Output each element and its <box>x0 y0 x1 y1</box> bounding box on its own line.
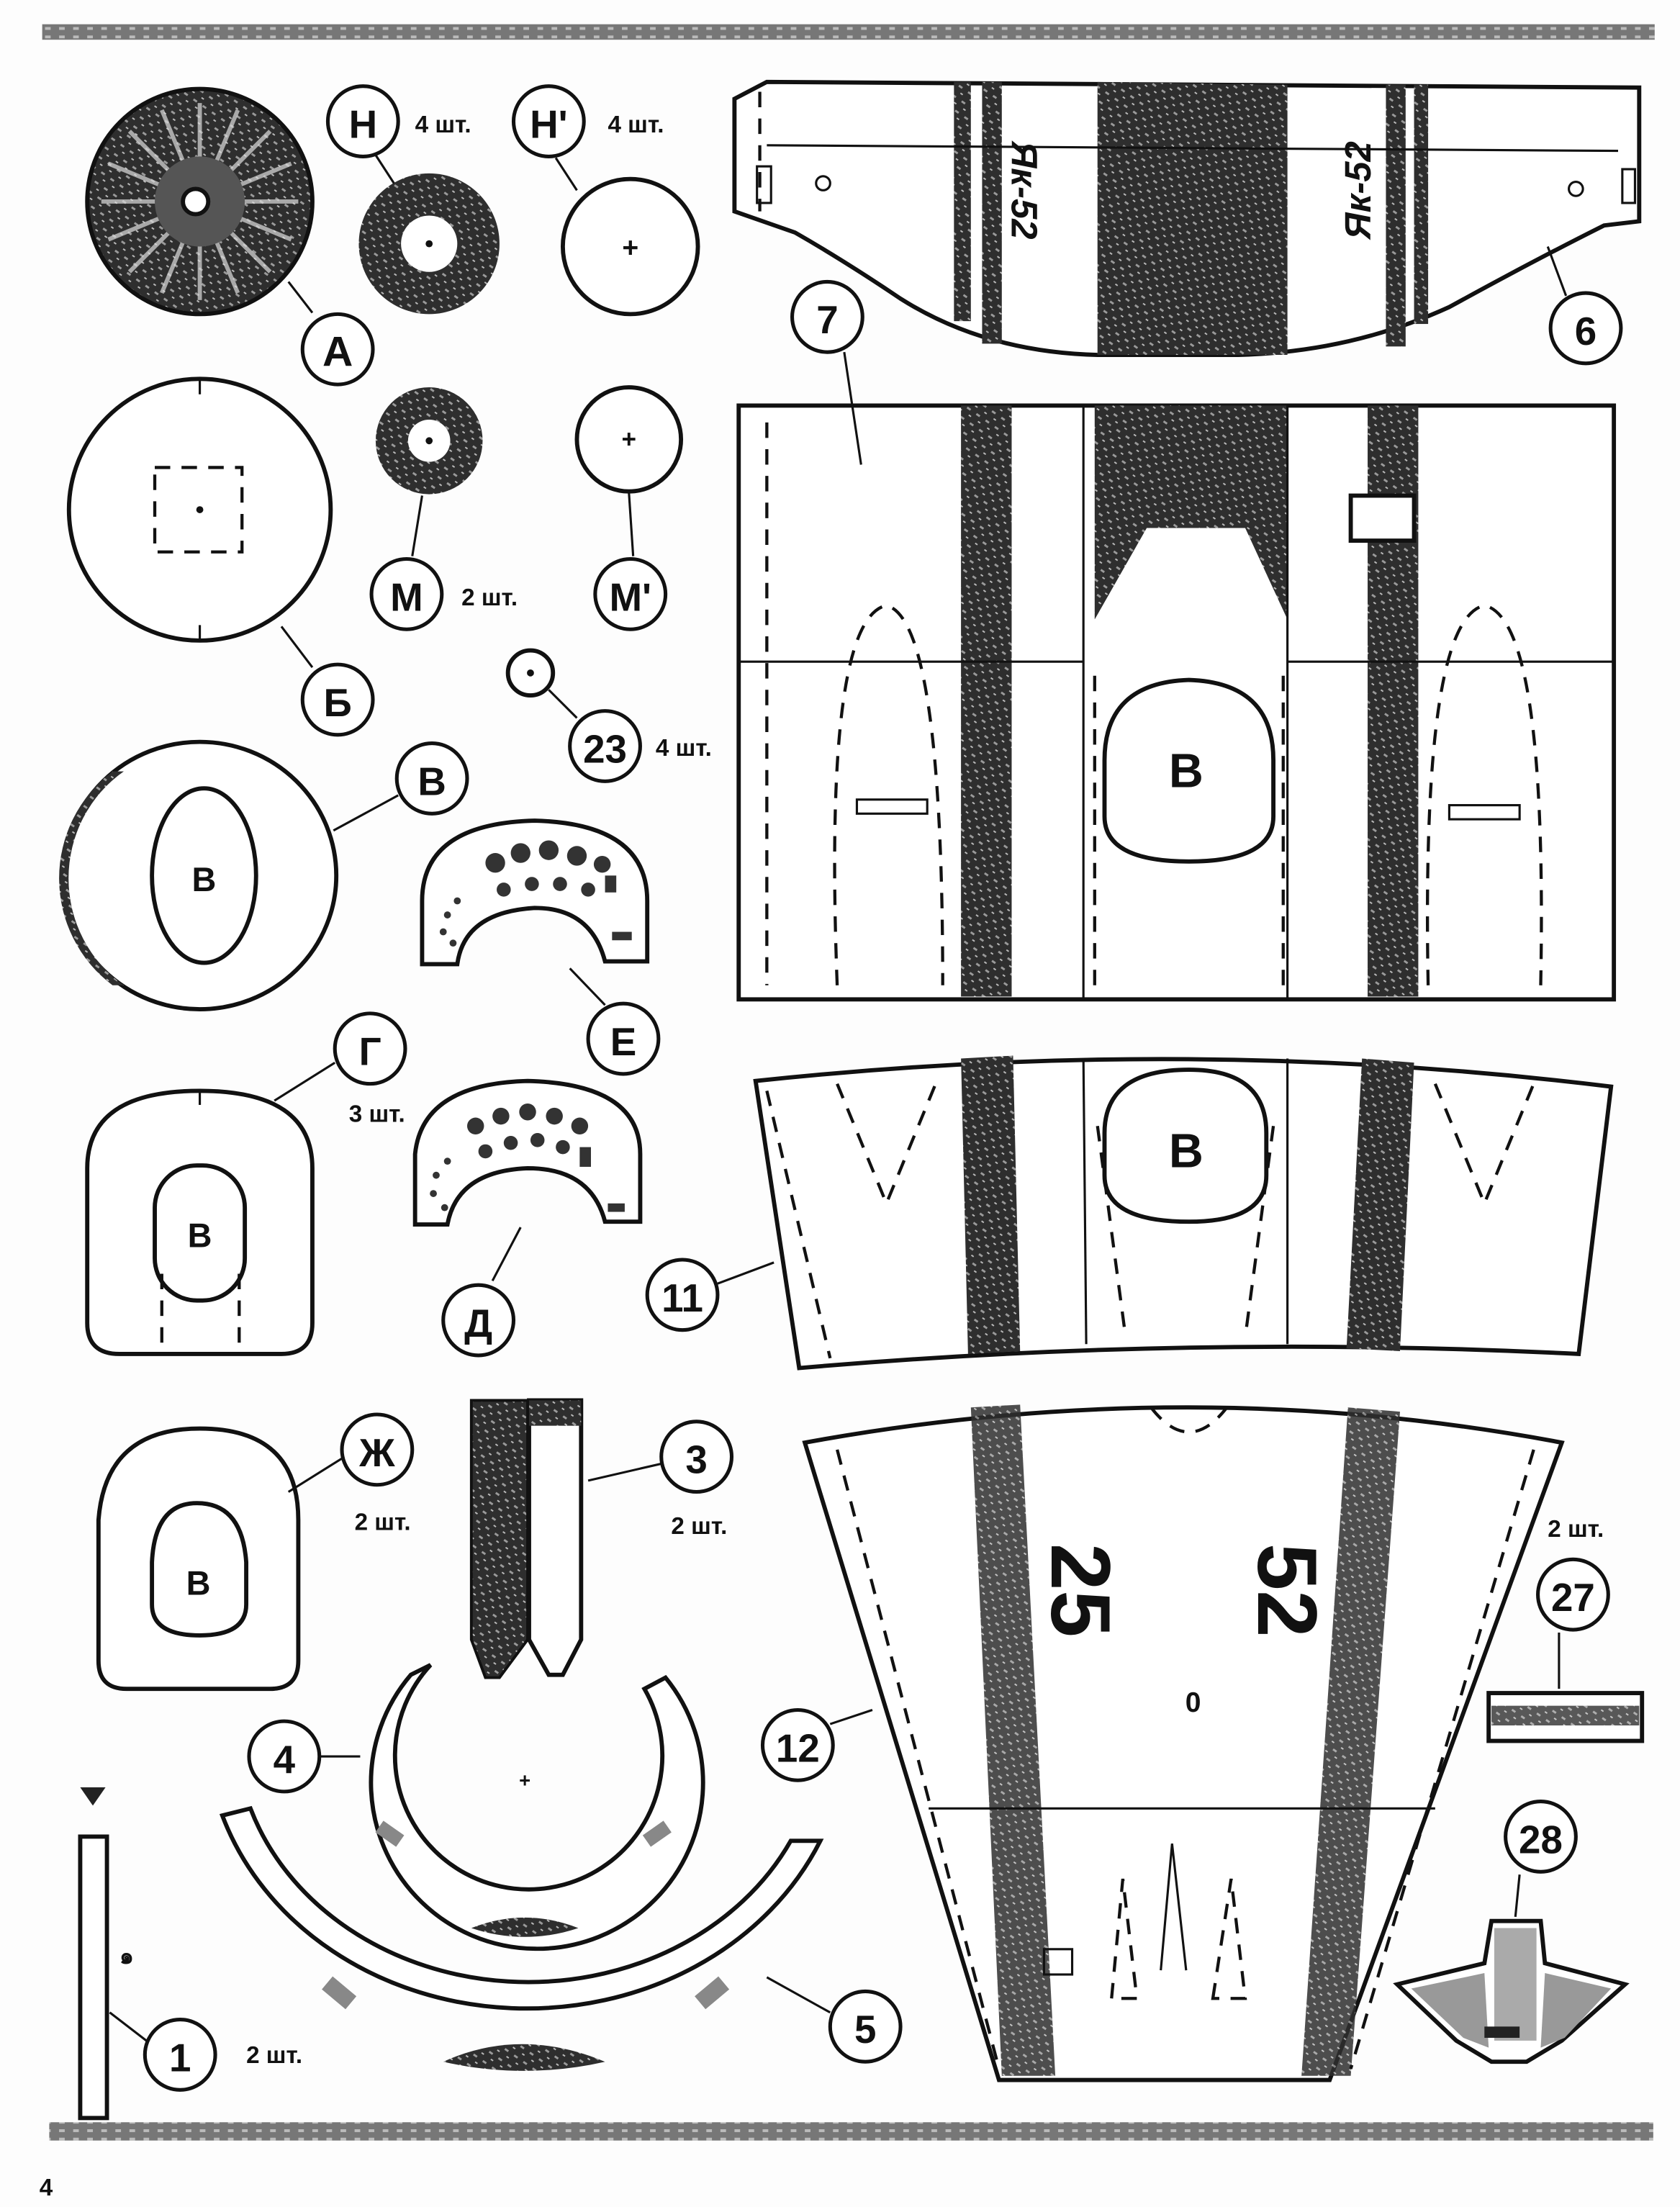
svg-text:๑: ๑ <box>119 1944 134 1969</box>
label-b: Б <box>323 680 351 725</box>
marking-number-52: 52 <box>1240 1543 1334 1637</box>
marking-number-25: 25 <box>1034 1543 1128 1637</box>
label-zh: Ж <box>358 1430 395 1475</box>
label-5: 5 <box>854 2007 876 2052</box>
part-a-wheel <box>85 86 315 317</box>
part-zh-inner-label: В <box>186 1565 211 1602</box>
part-28-tail-fin <box>1393 1874 1630 2064</box>
qty-n: 4 шт. <box>415 112 471 138</box>
label-6: 6 <box>1575 309 1597 353</box>
page-number: 4 <box>40 2175 53 2201</box>
label-23: 23 <box>583 726 627 771</box>
part-e-instrument-panel <box>420 818 650 1006</box>
qty-1: 2 шт. <box>246 2042 302 2069</box>
label-11: 11 <box>661 1276 703 1320</box>
qty-23: 4 шт. <box>656 735 712 762</box>
part-3-strips <box>469 1398 662 1679</box>
part-4-ring: + <box>320 1663 705 1951</box>
part-7-fuselage-section <box>736 351 1617 1002</box>
part-m-disc <box>375 387 483 556</box>
qty-3: 2 шт. <box>671 1513 727 1540</box>
part-5-arc <box>219 1805 831 2071</box>
label-n-prime: Н' <box>530 101 568 146</box>
qty-g: 3 шт. <box>349 1101 405 1127</box>
part-11-inner-label: В <box>1169 1124 1203 1178</box>
part-1-strip: ๑ <box>78 1787 148 2121</box>
part-b-circle <box>66 376 333 668</box>
marking-yak52-left: Як-52 <box>1004 140 1045 239</box>
qty-m: 2 шт. <box>461 585 518 611</box>
part-m-prime-circle: + <box>574 385 684 556</box>
label-4: 4 <box>274 1737 296 1782</box>
svg-text:+: + <box>519 1769 530 1792</box>
part-n-disc <box>358 154 500 315</box>
part-d-instrument-panel <box>412 1078 643 1282</box>
label-3: 3 <box>685 1438 707 1482</box>
label-28: 28 <box>1519 1817 1563 1861</box>
label-27: 27 <box>1551 1575 1595 1620</box>
qty-n-prime: 4 шт. <box>608 112 664 138</box>
part-7-inner-label: В <box>1169 745 1203 798</box>
label-m: М <box>390 574 423 619</box>
label-m-prime: М' <box>609 574 651 619</box>
label-e: Е <box>610 1019 637 1064</box>
part-v-inner-label: В <box>192 861 217 898</box>
label-v: В <box>417 759 446 803</box>
part-23-small-circle <box>505 648 578 719</box>
qty-27: 2 шт. <box>1548 1516 1604 1543</box>
qty-zh: 2 шт. <box>355 1509 411 1535</box>
bottom-border-band <box>49 2122 1653 2141</box>
label-12: 12 <box>776 1725 820 1770</box>
part-11-fuselage-section <box>717 1055 1614 1371</box>
label-7: 7 <box>816 297 838 342</box>
label-1: 1 <box>169 2035 191 2080</box>
part-v-ring <box>59 739 399 1011</box>
top-border-band <box>42 24 1655 40</box>
part-6-fuselage-top: Як-52 Як-52 <box>732 79 1642 357</box>
marking-yak52-right: Як-52 <box>1337 141 1378 240</box>
part-g-former <box>85 1061 336 1356</box>
part-27-strip <box>1486 1632 1645 1743</box>
part-12-fuselage-bottom: 25 52 0 <box>802 1404 1565 2082</box>
label-n: Н <box>349 101 378 146</box>
svg-text:+: + <box>622 233 638 263</box>
part-n-prime-circle: + <box>554 157 700 317</box>
part-g-inner-label: В <box>188 1217 212 1255</box>
label-g: Г <box>359 1029 381 1074</box>
label-d: Д <box>464 1301 492 1345</box>
marking-zero: 0 <box>1186 1687 1201 1718</box>
part-zh-former <box>96 1426 346 1692</box>
label-a: А <box>322 329 353 376</box>
svg-text:+: + <box>622 425 637 453</box>
